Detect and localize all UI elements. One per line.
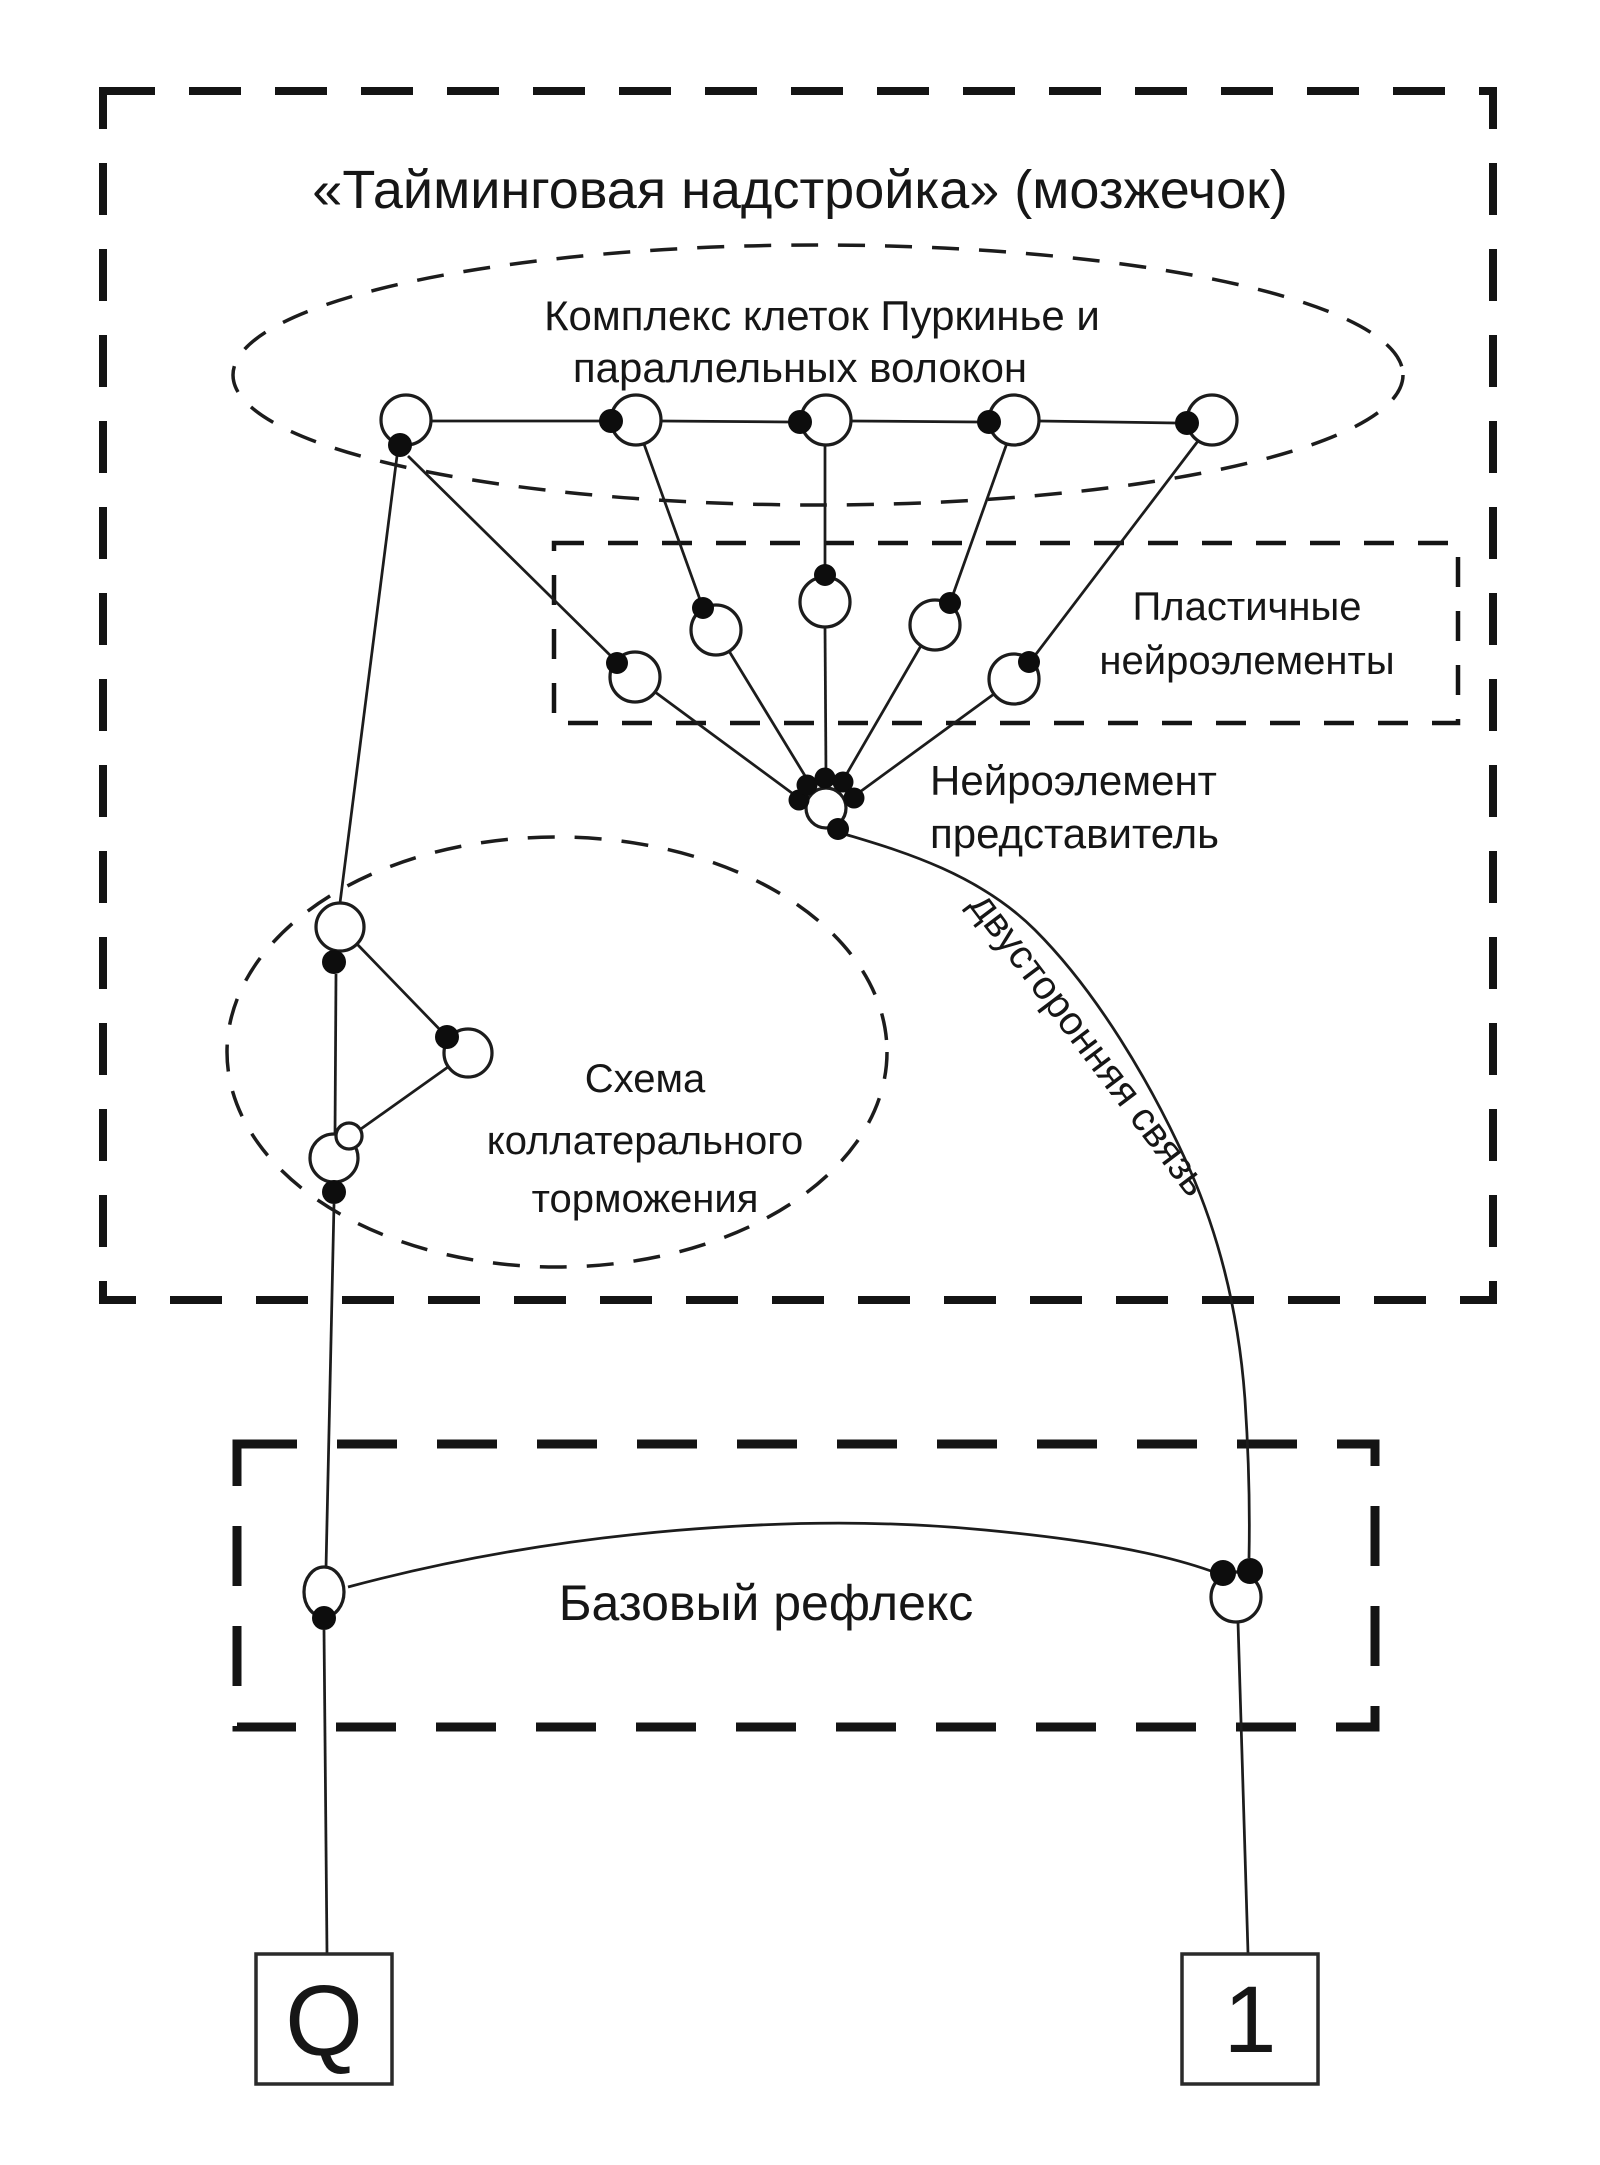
purkinje-cell-row — [379, 393, 1239, 457]
collateral-inhibition-label-line3: торможения — [532, 1177, 759, 1221]
synapse-purkinje-2 — [599, 409, 623, 433]
plastic-neuroelements-label-line2: нейроэлементы — [1099, 639, 1394, 683]
axon-purkinje2-to-plastic2 — [642, 443, 705, 609]
collateral-top-to-middle — [356, 943, 448, 1038]
parallel-fiber-3-4 — [850, 419, 979, 424]
bilateral-link-fiber — [840, 831, 1251, 1559]
axon-plastic3-to-representative — [823, 626, 828, 777]
plastic-neuroelements-box — [551, 540, 1461, 726]
axon-purkinje1-to-collateral — [338, 455, 399, 904]
reflex-arc-fiber — [347, 1521, 1212, 1589]
collateral-synapse-middle — [435, 1025, 459, 1049]
collateral-descending-fiber — [333, 973, 338, 1135]
bilateral-link-label: двусторонняя связь — [961, 884, 1218, 1204]
axon-plastic1-to-representative — [654, 690, 801, 801]
axon-plastic2-to-representative — [727, 650, 812, 785]
collateral-inhibition-circuit — [308, 901, 494, 1204]
parallel-fiber-4-5 — [1038, 419, 1177, 425]
synapse-plastic-1 — [606, 652, 628, 674]
basic-reflex-label: Базовый рефлекс — [559, 1575, 974, 1631]
input-box — [254, 1952, 394, 2086]
axon-plastic5-to-representative — [852, 692, 995, 799]
synapse-plastic-4 — [939, 592, 961, 614]
basic-reflex-circuit — [302, 1558, 1263, 1630]
fiber-reflex-left-to-input — [322, 1629, 329, 1954]
representative-label-line1: Нейроэлемент — [930, 757, 1217, 804]
purkinje-complex-label-line1: Комплекс клеток Пуркинье и — [544, 292, 1100, 339]
basic-reflex-box — [232, 1439, 1380, 1732]
diagram-title: «Тайминговая надстройка» (мозжечок) — [312, 160, 1287, 220]
collateral-synapse-bottom — [322, 1180, 346, 1204]
collateral-synapse-top — [322, 950, 346, 974]
reflex-synapse-right-2 — [1237, 1558, 1263, 1584]
synapse-plastic-2 — [692, 597, 714, 619]
reflex-synapse-right-1 — [1210, 1560, 1236, 1586]
representative-neuroelement — [788, 767, 865, 840]
purkinje-complex-label-line2: параллельных волокон — [573, 344, 1027, 391]
collateral-inhibition-label-line2: коллатерального — [487, 1119, 803, 1163]
synapse-purkinje-3 — [788, 410, 812, 434]
representative-label-line2: представитель — [930, 810, 1219, 857]
fiber-reflex-right-to-output — [1236, 1621, 1250, 1954]
timing-superstructure-box — [99, 87, 1497, 1304]
axon-purkinje4-to-plastic4 — [948, 442, 1009, 604]
synapse-purkinje-5 — [1175, 411, 1199, 435]
representative-output-synapse — [827, 818, 849, 840]
synapse-purkinje-1 — [388, 433, 412, 457]
plastic-neuroelements-label-line1: Пластичные — [1133, 585, 1362, 629]
plastic-neuroelement-row — [606, 564, 1041, 706]
representative-synapse-4 — [832, 771, 854, 793]
output-box-label: 1 — [1224, 1967, 1277, 2073]
synapse-purkinje-4 — [977, 410, 1001, 434]
axon-purkinje1-to-plastic1 — [407, 455, 619, 664]
output-box — [1180, 1952, 1320, 2086]
collateral-inhibition-label-line1: Схема — [585, 1057, 706, 1101]
parallel-fiber-2-3 — [660, 419, 790, 424]
representative-synapse-3 — [814, 767, 836, 789]
purkinje-complex-ellipse — [231, 243, 1405, 507]
axon-plastic4-to-representative — [840, 643, 924, 783]
collateral-bouton-open — [334, 1121, 364, 1151]
collateral-middle-to-bottom — [357, 1065, 449, 1133]
representative-synapse-5 — [843, 787, 865, 809]
collateral-inhibition-ellipse — [225, 835, 889, 1269]
axon-purkinje5-to-plastic5 — [1028, 440, 1200, 663]
fiber-collateral-to-reflex-left — [324, 1203, 336, 1569]
representative-synapse-2 — [796, 774, 818, 796]
collateral-neuron-top — [314, 901, 366, 953]
synapse-plastic-3 — [814, 564, 836, 586]
input-box-label: Q — [285, 1965, 363, 2077]
synapse-plastic-5 — [1018, 651, 1040, 673]
reflex-synapse-left — [312, 1606, 336, 1630]
